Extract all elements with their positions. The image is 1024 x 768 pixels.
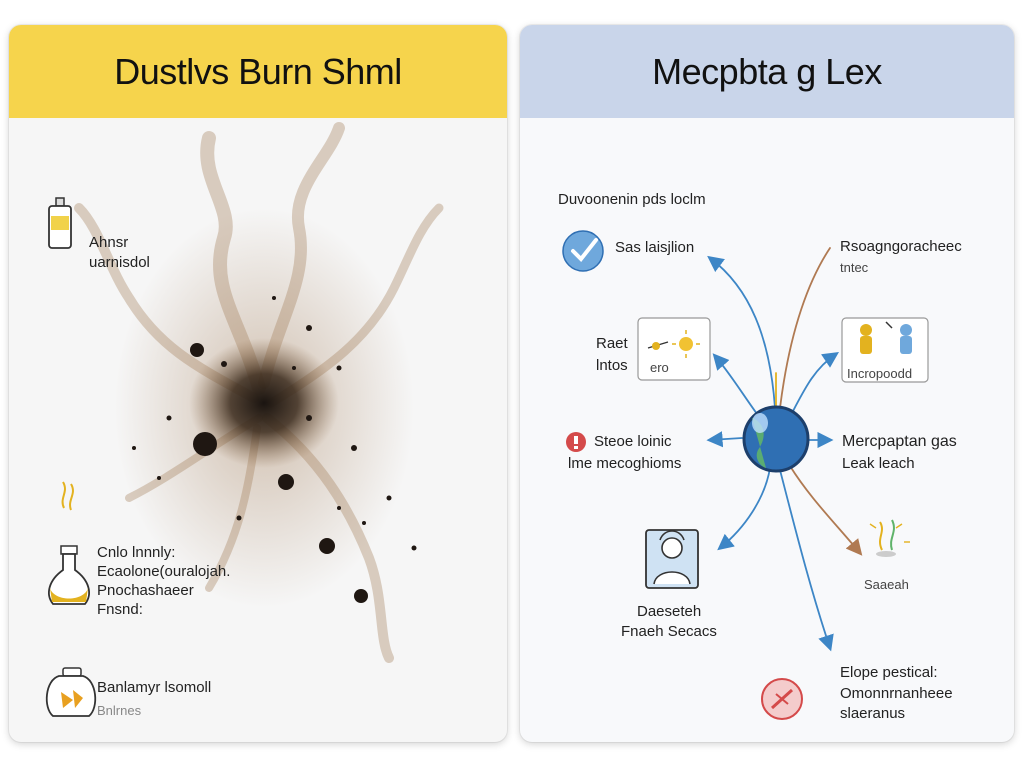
checkmark-icon [562, 230, 604, 272]
people-panel-label: Incropoodd [847, 366, 913, 381]
gas-node-label: Saaeah [864, 577, 909, 592]
person-node-label-b: Fnaeh Secacs [621, 623, 717, 640]
arrow-to-people [779, 247, 831, 409]
people-node-label-b: tntec [840, 260, 869, 275]
jar-icon [45, 667, 97, 717]
person-icon [645, 529, 699, 589]
arrow-to-warning [706, 431, 743, 448]
dust-burn-body: Ahnsr uarnisdol Cnlo lnnnly: Ecaolone(ou… [9, 118, 507, 742]
center-node-label-b: Leak leach [842, 455, 915, 472]
item-label-2b: Ecaolone(ouralojah. [97, 563, 231, 580]
item-label-2a: Cnlo lnnnly: [97, 544, 176, 561]
arrow-to-gas [789, 465, 863, 556]
diagram-subtitle: Duvoonenin pds loclm [558, 191, 706, 208]
item-label-1b: uarnisdol [89, 254, 150, 271]
arrow-to-person [717, 467, 771, 551]
burst-core [189, 338, 339, 468]
warning-node-label-a: Steoe loinic [594, 433, 672, 450]
soot-particles [132, 296, 417, 603]
item-label-3a: Banlamyr lsomoll [97, 679, 212, 696]
bottle-icon [48, 197, 72, 249]
arrow-to-check [707, 255, 776, 409]
people-icon [841, 317, 929, 383]
mercaptan-leak-body: Duvoonenin pds loclm [520, 118, 1014, 742]
dust-burn-card: Dustlvs Burn Shml [9, 25, 507, 742]
dust-burst-illustration [74, 122, 444, 663]
sun-icon [637, 317, 711, 381]
people-node-label-a: Rsoagngoracheec [840, 238, 962, 255]
mercaptan-leak-card: Mecpbta g Lex Duvoonenin pds loclm [520, 25, 1014, 742]
item-label-1a: Ahnsr [89, 234, 129, 251]
dust-burn-title: Dustlvs Burn Shml [9, 25, 507, 118]
no-node-label-a: Elope pestical: [840, 664, 938, 681]
no-entry-icon [761, 678, 803, 720]
warning-node-label-b: lme mecoghioms [568, 455, 682, 472]
arrow-to-panel [791, 352, 839, 414]
ratio-panel-label: ero [650, 360, 669, 375]
person-node-label-a: Daeseteh [637, 603, 702, 620]
ratio-node-label-b: lntos [596, 357, 628, 374]
no-node-label-c: slaeranus [840, 705, 906, 722]
arrow-to-no [779, 469, 834, 652]
ratio-node-label-a: Raet [596, 335, 628, 352]
no-node-label-b: Omonnrnanheee [840, 685, 953, 702]
warning-icon [566, 432, 586, 452]
check-node-label: Sas laisjlion [615, 239, 695, 256]
mercaptan-leak-title: Mecpbta g Lex [520, 25, 1014, 118]
gas-source-icon [869, 519, 910, 557]
globe-icon [742, 405, 810, 473]
item-label-2c: Pnochashaeer [97, 582, 194, 599]
item-label-2d: Fnsnd: [97, 601, 143, 618]
item-label-3b: Bnlrnes [97, 703, 142, 718]
center-node-label-a: Mercpaptan gas [842, 433, 957, 450]
flask-icon [48, 481, 90, 605]
